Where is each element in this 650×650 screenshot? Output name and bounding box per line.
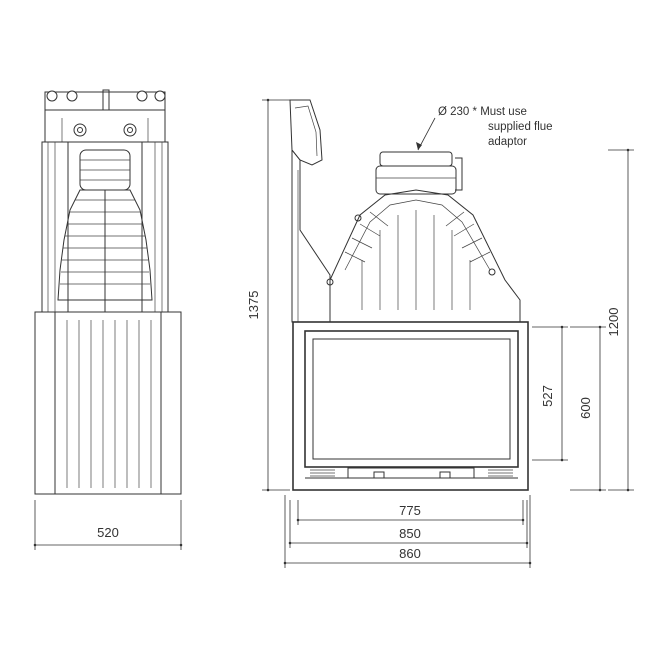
inner-width-label: 775 [399,503,421,518]
dimension-widths [283,495,532,568]
mid-width-label: 850 [399,526,421,541]
dimension-glass-height [532,325,568,462]
flue-height-label: 1200 [606,308,621,337]
vent-right [488,469,513,477]
dimension-side-width [33,500,183,550]
side-width-label: 520 [97,525,119,540]
vent-left [310,469,335,477]
glass-height-label: 527 [540,385,555,407]
flue-adaptor-leader [416,117,436,151]
annotation-line-1: Ø 230 * Must use [438,106,527,118]
annotation-line-3: adaptor [488,136,527,148]
annotation-line-2: supplied flue [488,121,553,133]
side-view [34,89,182,495]
dimension-total-height [262,98,290,492]
front-view [289,99,529,491]
dimension-flue-height [608,148,634,492]
dimension-opening-height [570,325,606,492]
opening-height-label: 600 [578,397,593,419]
outer-width-label: 860 [399,546,421,561]
total-height-label: 1375 [246,291,261,320]
